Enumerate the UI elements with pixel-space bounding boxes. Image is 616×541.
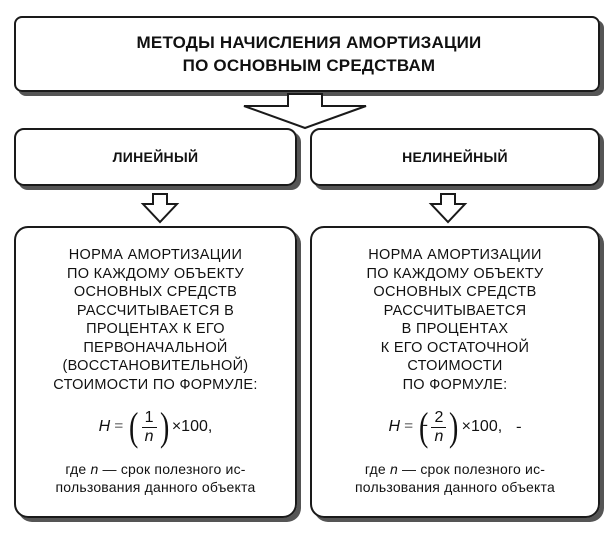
split-arrow-icon — [243, 93, 367, 130]
formula-eq: = — [404, 418, 414, 435]
formula-eq: = — [114, 418, 124, 435]
title-line-1: МЕТОДЫ НАЧИСЛЕНИЯ АМОРТИЗАЦИИ — [136, 33, 482, 52]
title-line-2: ПО ОСНОВНЫМ СРЕДСТВАМ — [182, 56, 436, 75]
left-paren: ( — [129, 404, 139, 449]
formula-numerator: 1 — [141, 409, 157, 428]
formula-numerator: 2 — [431, 409, 447, 428]
where-rest: — срок полезного ис- пользования данного… — [55, 461, 256, 495]
formula-lhs: H — [388, 418, 401, 435]
formula-denominator: n — [144, 427, 154, 445]
right-paren: ) — [159, 404, 169, 449]
where-var: n — [90, 461, 99, 477]
formula-multiplier: ×100, — [171, 418, 213, 435]
linear-where-note: где n — срок полезного ис- пользования д… — [48, 460, 264, 496]
linear-description: НОРМА АМОРТИЗАЦИИ ПО КАЖДОМУ ОБЪЕКТУ ОСН… — [53, 247, 258, 393]
nonlinear-description-box: НОРМА АМОРТИЗАЦИИ ПО КАЖДОМУ ОБЪЕКТУ ОСН… — [310, 226, 600, 518]
diagram-title-box: МЕТОДЫ НАЧИСЛЕНИЯ АМОРТИЗАЦИИ ПО ОСНОВНЫ… — [14, 16, 600, 92]
nonlinear-formula: - H = ( 2 n ) ×100, - — [389, 402, 522, 452]
formula-dash-right: - — [516, 418, 522, 435]
formula-multiplier: ×100, — [461, 418, 503, 435]
down-arrow-left-icon — [140, 193, 180, 224]
method-nonlinear-label: НЕЛИНЕЙНЫЙ — [402, 149, 508, 165]
formula-lhs: H — [98, 418, 111, 435]
linear-formula: H = ( 1 n ) ×100, — [99, 402, 213, 452]
down-arrow-right-icon — [428, 193, 468, 224]
diagram-title: МЕТОДЫ НАЧИСЛЕНИЯ АМОРТИЗАЦИИ ПО ОСНОВНЫ… — [137, 31, 482, 77]
linear-description-box: НОРМА АМОРТИЗАЦИИ ПО КАЖДОМУ ОБЪЕКТУ ОСН… — [14, 226, 297, 518]
formula-fraction: 2 n — [431, 409, 447, 446]
nonlinear-where-note: где n — срок полезного ис- пользования д… — [347, 460, 563, 496]
formula-dash-left: - — [422, 416, 428, 433]
where-rest: — срок полезного ис- пользования данного… — [355, 461, 555, 495]
right-paren: ) — [449, 404, 459, 449]
left-paren: ( — [419, 404, 429, 449]
formula-fraction: 1 n — [141, 409, 157, 446]
method-nonlinear-box: НЕЛИНЕЙНЫЙ — [310, 128, 600, 186]
nonlinear-description: НОРМА АМОРТИЗАЦИИ ПО КАЖДОМУ ОБЪЕКТУ ОСН… — [366, 247, 544, 393]
where-start: где — [364, 461, 390, 477]
method-linear-label: ЛИНЕЙНЫЙ — [112, 149, 199, 165]
method-linear-box: ЛИНЕЙНЫЙ — [14, 128, 297, 186]
formula-denominator: n — [434, 427, 444, 445]
where-var: n — [389, 461, 398, 477]
where-start: где — [65, 461, 91, 477]
